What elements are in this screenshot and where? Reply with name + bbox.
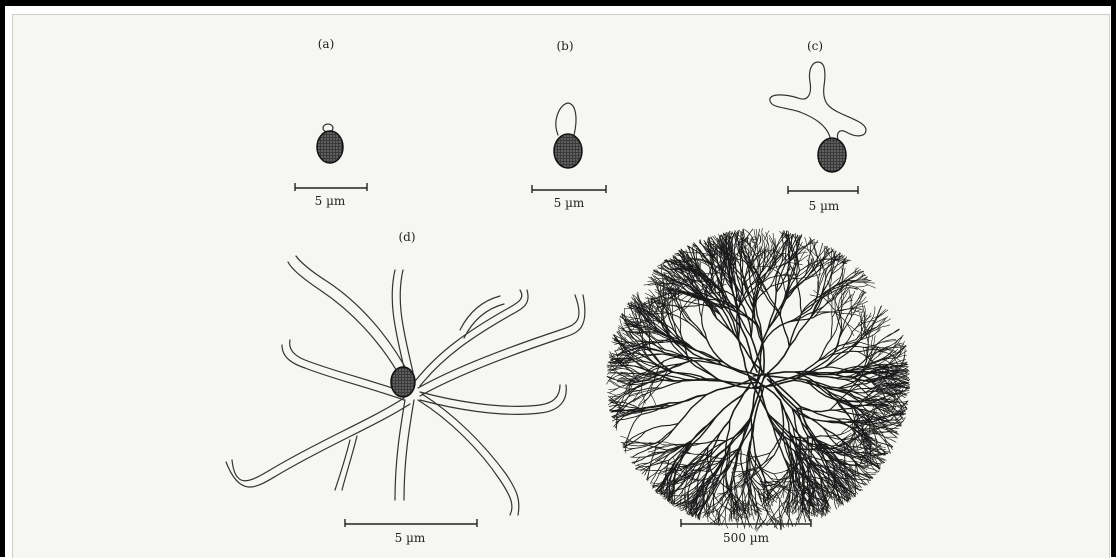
panel-label-b: (b) [556, 39, 573, 53]
scale-label-b: 5 µm [554, 196, 585, 210]
scale-label-e: 500 µm [723, 531, 769, 545]
scale-label-a: 5 µm [315, 194, 346, 208]
spore-c [770, 62, 866, 172]
mycelium-d [226, 256, 585, 515]
scale-label-c: 5 µm [809, 199, 840, 213]
spore-b [554, 103, 582, 168]
panel-label-c: (c) [807, 39, 823, 53]
scale-label-d: 5 µm [395, 531, 426, 545]
panel-label-a: (a) [318, 37, 335, 51]
colony-e [603, 224, 912, 532]
panel-label-e: (e) [746, 232, 762, 246]
spore-a [317, 124, 343, 163]
panel-label-d: (d) [398, 230, 415, 244]
